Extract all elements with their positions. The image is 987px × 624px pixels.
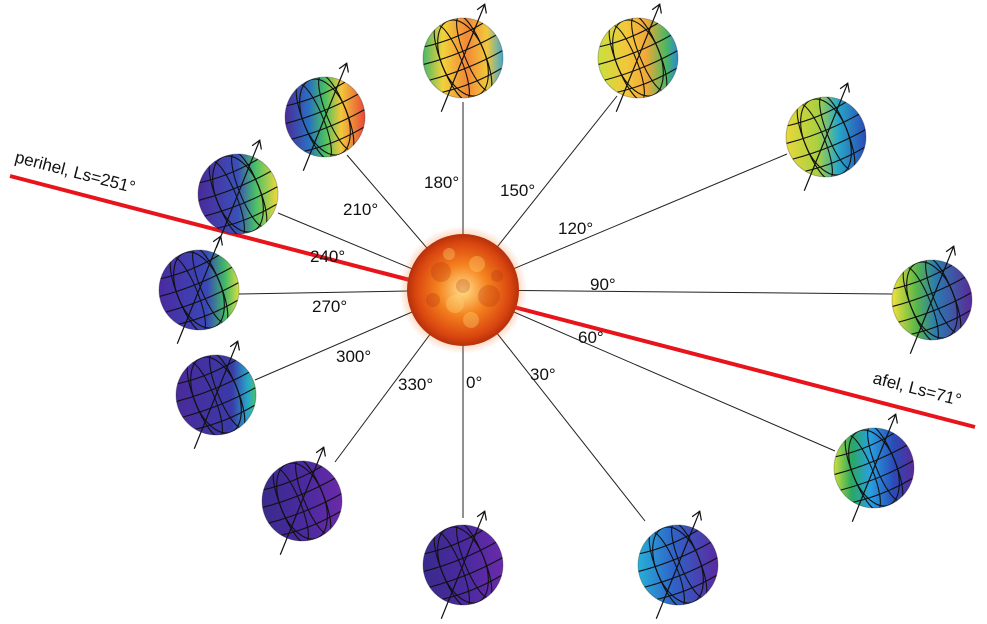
mars-globe-ls-180 (422, 3, 504, 113)
mars-globe-ls-300 (175, 340, 257, 450)
angle-label-ls-210: 210° (343, 200, 378, 219)
angle-label-ls-120: 120° (558, 219, 593, 238)
sun-spot (431, 262, 451, 282)
angle-label-ls-150: 150° (500, 181, 535, 200)
spoke-ls-60 (462, 289, 836, 452)
angle-label-ls-60: 60° (578, 328, 604, 347)
mars-globe-ls-240 (197, 139, 279, 249)
sun-spot (456, 279, 470, 293)
sun-spot (446, 295, 464, 313)
angle-label-ls-90: 90° (590, 275, 616, 294)
mars-globe-ls-270 (158, 235, 240, 345)
mars-globe-ls-60 (833, 413, 915, 523)
sun-spot (491, 270, 503, 282)
spoke-ls-90 (462, 289, 893, 295)
sun-spot (443, 248, 455, 260)
perihelion-label: perihel, Ls=251° (13, 147, 137, 197)
angle-label-ls-0: 0° (466, 373, 482, 392)
mars-globe-ls-30 (637, 510, 719, 620)
angle-labels: 0° 30° 60° 90° 120° 150° 180° 210° 240° 270° 300° 3… (310, 173, 616, 394)
sun-spot (463, 312, 479, 328)
mars-globe-ls-0 (422, 510, 504, 620)
angle-label-ls-300: 300° (336, 347, 371, 366)
angle-label-ls-330: 330° (398, 375, 433, 394)
angle-label-ls-240: 240° (310, 247, 345, 266)
sun-spot (478, 285, 500, 307)
mars-globe-ls-150 (597, 3, 679, 113)
mars-globe-ls-90 (891, 245, 973, 355)
angle-label-ls-30: 30° (530, 365, 556, 384)
sun-surface-texture (426, 248, 503, 328)
sun-spot (426, 293, 440, 307)
sun-spot (469, 256, 485, 272)
mars-globe-ls-330 (261, 446, 343, 556)
sun (399, 226, 527, 354)
mars-globe-ls-210 (284, 62, 366, 172)
mars-globe-ls-120 (785, 82, 867, 192)
angle-label-ls-180: 180° (424, 173, 459, 192)
angle-label-ls-270: 270° (312, 297, 347, 316)
mars-globes (158, 3, 973, 620)
